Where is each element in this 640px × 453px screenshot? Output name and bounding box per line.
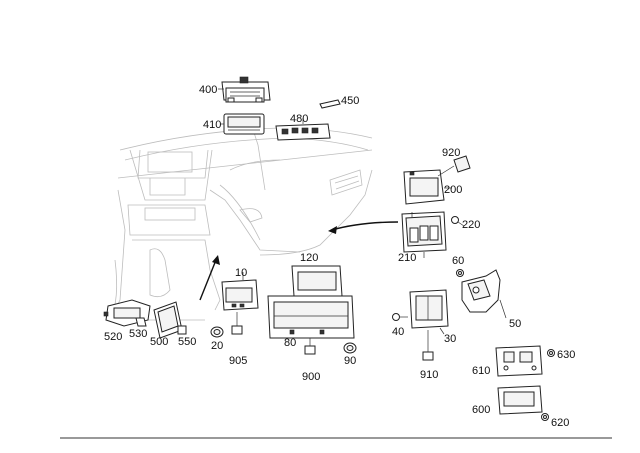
part-530-clip	[135, 317, 147, 327]
label-550: 550	[178, 336, 196, 348]
label-450: 450	[341, 95, 359, 107]
pointer-arrow-right	[331, 221, 399, 231]
part-630-nut	[547, 349, 555, 357]
label-620: 620	[551, 417, 569, 429]
part-450-strip	[319, 99, 341, 109]
label-90: 90	[344, 355, 356, 367]
part-620-nut	[541, 413, 549, 421]
label-630: 630	[557, 349, 575, 361]
label-220: 220	[462, 219, 480, 231]
label-530: 530	[129, 328, 147, 340]
label-20: 20	[211, 340, 223, 352]
part-220-screw	[451, 216, 465, 227]
label-520: 520	[104, 331, 122, 343]
part-120-display-unit	[291, 265, 343, 297]
label-30: 30	[444, 333, 456, 345]
part-10-control-unit	[221, 272, 259, 311]
label-40: 40	[392, 326, 404, 338]
part-900-connector	[304, 338, 316, 355]
part-610-bracket	[495, 345, 543, 377]
part-60-nut	[456, 269, 464, 277]
part-210-relay-module	[401, 211, 447, 258]
label-60: 60	[452, 255, 464, 267]
label-210: 210	[398, 252, 416, 264]
part-920-connector	[437, 155, 471, 177]
label-80: 80	[284, 337, 296, 349]
part-410-panel	[220, 113, 265, 135]
part-905-connector	[231, 312, 243, 335]
label-400: 400	[199, 84, 217, 96]
part-200-control-unit	[403, 169, 452, 205]
label-200: 200	[444, 184, 462, 196]
label-50: 50	[509, 318, 521, 330]
label-410: 410	[203, 119, 221, 131]
part-500-module	[153, 301, 183, 339]
label-910: 910	[420, 369, 438, 381]
arrowhead-left	[212, 255, 220, 265]
label-480: 480	[290, 113, 308, 125]
label-905: 905	[229, 355, 247, 367]
label-920: 920	[442, 147, 460, 159]
part-90-grommet	[343, 342, 357, 354]
label-10: 10	[235, 267, 247, 279]
label-900: 900	[302, 371, 320, 383]
part-30-control-unit	[409, 289, 449, 335]
part-480-control-panel	[275, 118, 331, 141]
part-910-connector	[422, 330, 434, 361]
part-600-control-unit	[497, 385, 543, 415]
part-50-bracket	[461, 269, 507, 319]
label-120: 120	[300, 252, 318, 264]
part-550-cover	[177, 325, 187, 335]
part-40-screw	[392, 313, 408, 321]
label-600: 600	[472, 404, 490, 416]
pointer-arrow-left	[199, 259, 217, 301]
part-80-head-unit	[267, 295, 355, 339]
arrowhead-right	[328, 226, 337, 234]
part-400-switch-module	[218, 76, 271, 103]
label-610: 610	[472, 365, 490, 377]
label-500: 500	[150, 336, 168, 348]
part-20-grommet	[210, 326, 224, 338]
